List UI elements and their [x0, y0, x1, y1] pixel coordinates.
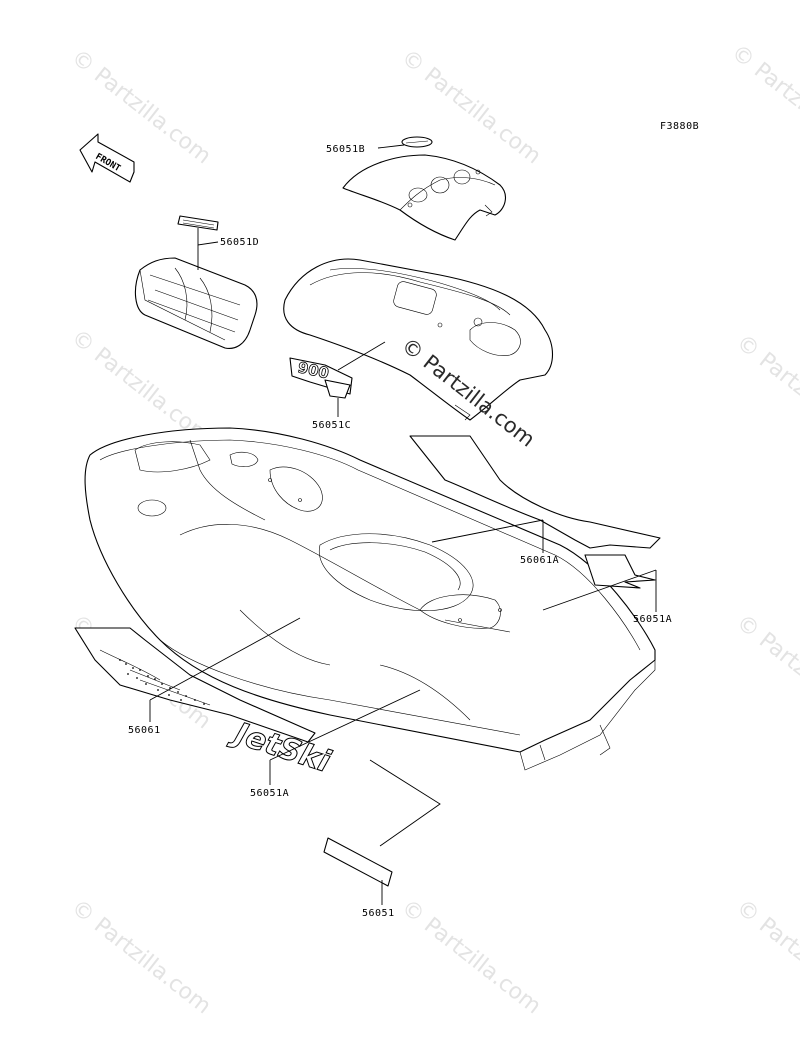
decal-56051A-right: [584, 554, 656, 589]
watermark-text: © Partzilla.com: [726, 40, 800, 164]
callout-56051[interactable]: 56051: [362, 908, 395, 919]
figure-code: F3880B: [660, 121, 699, 132]
decal-56051C: 900: [289, 357, 353, 399]
callout-56051A-bottom[interactable]: 56051A: [250, 788, 289, 799]
decal-56061: [74, 627, 316, 743]
leader-lines: [149, 144, 657, 905]
watermark-text: © Partzilla.com: [731, 895, 800, 1019]
callout-56051D[interactable]: 56051D: [220, 237, 259, 248]
deck-top: [283, 258, 554, 421]
watermark-text: © Partzilla.com: [396, 45, 545, 169]
hull: [84, 427, 656, 771]
watermark-text: © Partzilla.com: [731, 330, 800, 454]
callout-56051B[interactable]: 56051B: [326, 144, 365, 155]
instrument-cover: [342, 136, 506, 241]
decal-56061A: [409, 435, 661, 549]
watermark-text: © Partzilla.com: [66, 895, 215, 1019]
callout-56061A[interactable]: 56061A: [520, 555, 559, 566]
callout-labels: 56051B 56051D 56051C 56061A 56051A 56061…: [128, 144, 672, 919]
callout-56061[interactable]: 56061: [128, 725, 161, 736]
decal-56051D: [177, 215, 219, 231]
hatch-cover: [134, 215, 258, 349]
callout-56051A-right[interactable]: 56051A: [633, 614, 672, 625]
watermark-text: © Partzilla.com: [396, 895, 545, 1019]
callout-56051C[interactable]: 56051C: [312, 420, 351, 431]
front-arrow-icon: FRONT: [79, 133, 135, 183]
kawasaki-decal-text: Kawasaki: [329, 841, 387, 880]
watermark-text: © Partzilla.com: [731, 610, 800, 734]
